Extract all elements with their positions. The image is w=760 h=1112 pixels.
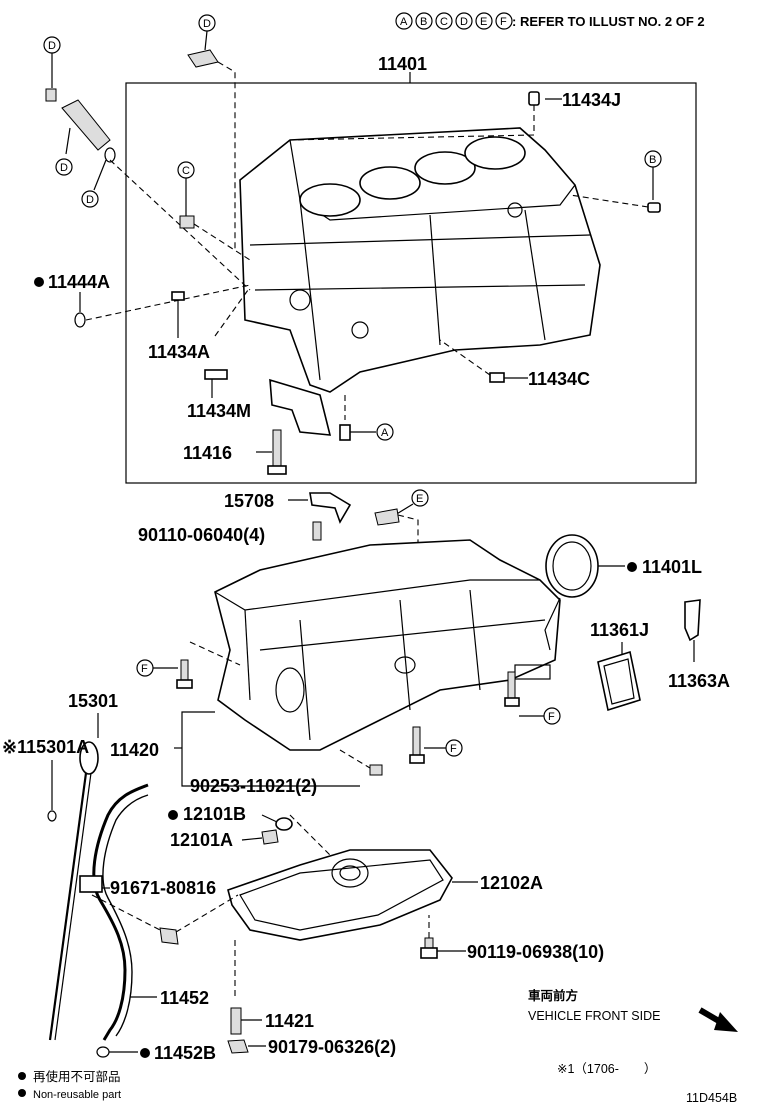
callout-f-1-letter: F (141, 663, 148, 675)
callout-b-letter: B (649, 154, 656, 166)
label-11361J[interactable]: 11361J (590, 620, 649, 640)
label-11420[interactable]: 11420 (110, 740, 159, 760)
lower-crankcase (214, 539, 561, 751)
front-arrow-icon (698, 1007, 738, 1032)
non-reusable-marker (34, 277, 44, 287)
label-90253-11021[interactable]: 90253-11021(2) (190, 776, 317, 796)
legend-jp: 再使用不可部品 (33, 1069, 121, 1084)
diagram-code: 11D454B (686, 1091, 737, 1105)
callout-a (376, 423, 394, 441)
label-15301[interactable]: 15301 (68, 691, 118, 711)
callout-d-3 (55, 158, 73, 176)
label-11452[interactable]: 11452 (160, 988, 209, 1008)
block-frame (125, 82, 697, 484)
legend-bullet-2 (18, 1089, 26, 1097)
label-11444A[interactable]: 11444A (48, 272, 110, 292)
label-11434C[interactable]: 11434C (528, 369, 590, 389)
direction-en: VEHICLE FRONT SIDE (528, 1009, 660, 1023)
label-91671-80816[interactable]: 91671-80816 (110, 878, 216, 898)
dipstick-handle (79, 741, 99, 775)
label-90110-06040[interactable]: 90110-06040(4) (138, 525, 265, 545)
callout-e (411, 489, 429, 507)
ref-letter-e: E (480, 16, 487, 28)
callout-d-3-letter: D (60, 162, 68, 174)
label-11434M[interactable]: 11434M (187, 401, 251, 421)
label-11452B[interactable]: 11452B (154, 1043, 216, 1063)
callout-d-4-letter: D (86, 194, 94, 206)
ref-text: : REFER TO ILLUST NO. 2 OF 2 (512, 14, 705, 29)
oil-pan (227, 849, 453, 941)
callout-d-4 (81, 190, 99, 208)
callout-f-3 (445, 739, 463, 757)
cylinder-block (239, 127, 601, 393)
label-11434A[interactable]: 11434A (148, 342, 210, 362)
callout-e-letter: E (416, 493, 423, 505)
label-12102A[interactable]: 12102A (480, 873, 543, 893)
label-90119-06938[interactable]: 90119-06938(10) (467, 942, 604, 962)
direction-jp: 車両前方 (528, 988, 578, 1003)
callout-a-letter: A (381, 427, 389, 439)
label-15301A[interactable]: ※115301A (2, 737, 89, 757)
callout-d-1-letter: D (203, 18, 211, 30)
ref-letter-b: B (420, 16, 427, 28)
ref-letter-a: A (400, 16, 408, 28)
label-12101A[interactable]: 12101A (170, 830, 233, 850)
label-11416[interactable]: 11416 (183, 443, 232, 463)
ref-letter-c: C (440, 16, 448, 28)
label-11363A[interactable]: 11363A (668, 671, 730, 691)
non-reusable-marker (140, 1048, 150, 1058)
non-reusable-marker (627, 562, 637, 572)
label-90179-06326[interactable]: 90179-06326(2) (268, 1037, 396, 1057)
callout-f-3-letter: F (450, 743, 457, 755)
label-11401[interactable]: 11401 (378, 54, 427, 74)
ref-letter-d: D (460, 16, 468, 28)
label-11401L[interactable]: 11401L (642, 557, 702, 577)
ref-letter-f: F (500, 16, 507, 28)
legend-en: Non-reusable part (33, 1089, 121, 1101)
callout-f-2 (543, 707, 561, 725)
label-11434J[interactable]: 11434J (562, 90, 621, 110)
callout-c-letter: C (182, 165, 190, 177)
label-15708[interactable]: 15708 (224, 491, 274, 511)
callout-f-2-letter: F (548, 711, 555, 723)
non-reusable-marker (168, 810, 178, 820)
ref-legend: A B C D E F : REFER TO ILLUST NO. 2 OF 2 (395, 12, 705, 30)
footnote-note: ※1（1706- ） (557, 1062, 656, 1076)
ref-circles: A B C D E F (395, 12, 513, 30)
label-11421[interactable]: 11421 (265, 1011, 314, 1031)
callout-d-2-letter: D (48, 40, 56, 52)
legend-bullet-1 (18, 1072, 26, 1080)
label-12101B[interactable]: 12101B (183, 804, 246, 824)
